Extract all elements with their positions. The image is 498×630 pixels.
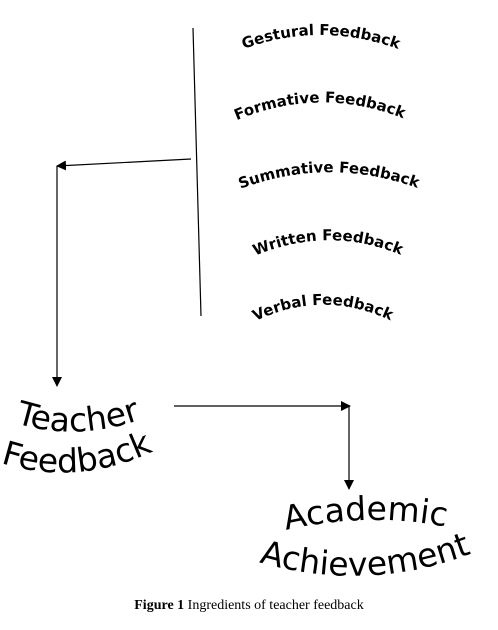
- feedback-type-written: Written Feedback: [250, 226, 407, 259]
- feedback-type-summative: Summative Feedback: [236, 158, 423, 192]
- feedback-type-verbal: Verbal Feedback: [250, 291, 397, 325]
- figure-caption-text: Ingredients of teacher feedback: [184, 598, 364, 613]
- feedback-type-gestural: Gestural Feedback: [239, 21, 403, 53]
- figure-label: Figure 1: [134, 598, 185, 613]
- feedback-type-formative: Formative Feedback: [232, 88, 410, 123]
- academic-achievement-line1: Academic: [280, 489, 451, 538]
- vertical-bracket-line: [192, 27, 202, 317]
- figure-caption: Figure 1 Ingredients of teacher feedback: [0, 598, 498, 614]
- arrow-to-left: [56, 158, 192, 171]
